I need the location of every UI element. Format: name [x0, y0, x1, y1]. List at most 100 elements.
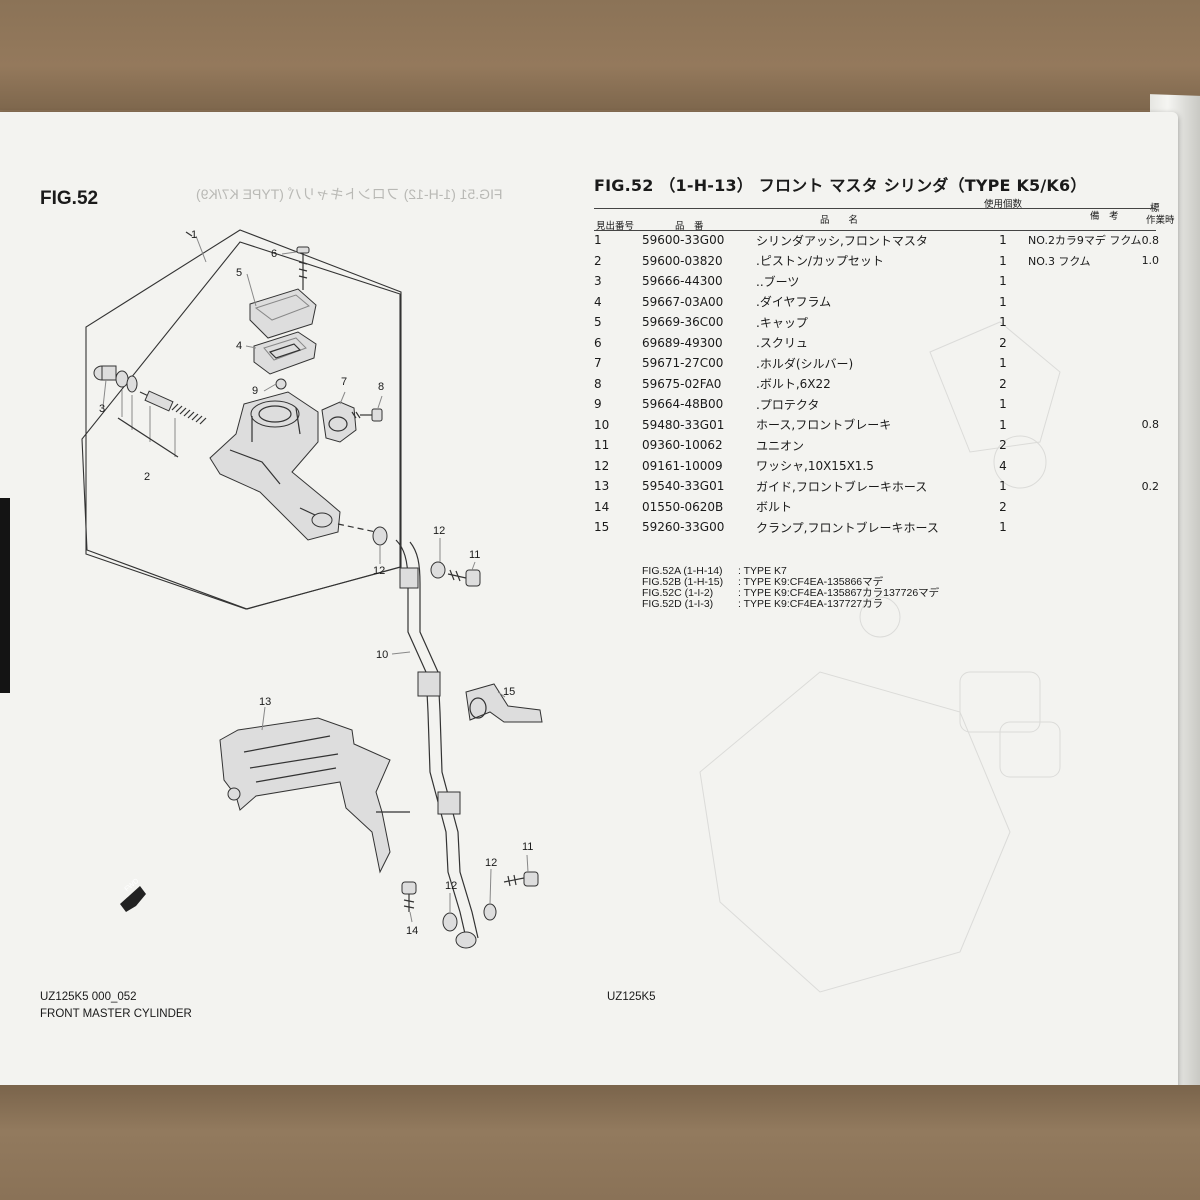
table-row: 5 59669-36C00 .キャップ 1: [594, 312, 1162, 333]
remark: [1028, 415, 1142, 436]
table-row: 14 01550-0620B ボルト 2: [594, 497, 1162, 518]
labor-hours: [1142, 456, 1162, 477]
callout-13: 13: [259, 696, 272, 708]
labor-hours: [1142, 271, 1162, 292]
background-bottom: [0, 1085, 1200, 1200]
quantity: 1: [999, 479, 1007, 494]
table-row: 2 59600-03820 .ピストン/カップセット 1 NO.3 フクム 1.…: [594, 251, 1162, 272]
table-row: 15 59260-33G00 クランプ,フロントブレーキホース 1: [594, 517, 1162, 538]
note-row: FIG.52A (1-H-14) : TYPE K7: [642, 566, 939, 577]
callout-1: 1: [191, 229, 198, 241]
callout-15: 15: [503, 686, 516, 698]
part-number: 59540-33G01: [642, 479, 725, 494]
part-number: 69689-49300: [642, 335, 723, 350]
note-ref: FIG.52D (1-I-3): [642, 598, 714, 610]
remark: [1028, 456, 1142, 477]
item-number: 7: [594, 356, 602, 371]
part-name: ホース,フロントブレーキ: [756, 418, 892, 433]
callout-4: 4: [236, 340, 243, 352]
header-item: 見出番号: [596, 221, 635, 232]
labor-hours: [1142, 374, 1162, 395]
left-figure-title: FIG.52: [40, 188, 99, 209]
labor-hours: [1142, 435, 1162, 456]
screw-6: [296, 246, 310, 290]
remark: [1028, 394, 1142, 415]
item-number: 10: [594, 417, 610, 432]
variant-notes: FIG.52A (1-H-14) : TYPE K7 FIG.52B (1-H-…: [642, 566, 939, 610]
exploded-parts-diagram: [81, 229, 1061, 993]
quantity: 1: [999, 397, 1007, 412]
callout-2: 2: [144, 471, 151, 483]
part-number: 59666-44300: [642, 274, 723, 289]
note-ref: FIG.52B (1-H-15): [642, 576, 724, 588]
part-number: 09161-10009: [642, 458, 723, 473]
part-name: ボルト: [756, 500, 793, 515]
quantity: 1: [999, 356, 1007, 371]
table-row: 10 59480-33G01 ホース,フロントブレーキ 1 0.8: [594, 415, 1162, 436]
callout-8: 8: [378, 381, 385, 393]
item-number: 15: [594, 520, 610, 535]
labor-hours: 1.0: [1141, 254, 1160, 268]
part-name: .ホルダ(シルバー): [756, 356, 854, 371]
show-through-drawing: [699, 321, 1061, 993]
item-number: 4: [594, 294, 602, 309]
quantity: 1: [999, 274, 1007, 289]
item-number: 14: [594, 499, 610, 514]
union-bolt-11-bottom: [503, 871, 539, 887]
quantity: 2: [999, 438, 1007, 453]
part-name: .プロテクタ: [756, 397, 820, 412]
background-top: [0, 0, 1200, 110]
table-row: 6 69689-49300 .スクリュ 2: [594, 333, 1162, 354]
section-tab-marker: [0, 498, 10, 693]
washer-12-bottom-b: [483, 903, 497, 921]
left-footer-code: UZ125K5 000_052: [40, 991, 137, 1003]
part-name: .ピストン/カップセット: [756, 254, 884, 269]
remark: [1028, 517, 1142, 538]
quantity: 2: [999, 376, 1007, 391]
quantity: 4: [999, 458, 1007, 473]
labor-hours: 0.2: [1141, 479, 1160, 493]
callout-5: 5: [236, 267, 243, 279]
callout-7: 7: [341, 376, 348, 388]
labor-hours: [1142, 353, 1162, 374]
callout-12-top-right: 12: [433, 525, 446, 537]
part-number: 09360-10062: [642, 438, 723, 453]
callout-6: 6: [271, 248, 278, 260]
part-name: ..ブーツ: [756, 274, 800, 289]
part-number: 59260-33G00: [642, 520, 725, 535]
remark: [1028, 333, 1142, 354]
catalog-page: FIG.51 (1-H-12) フロントキャリパ (TYPE K7/K9) FI…: [0, 112, 1178, 1087]
labor-hours: [1142, 312, 1162, 333]
part-name: .スクリュ: [756, 336, 808, 351]
callout-11-top: 11: [469, 549, 481, 561]
remark: [1028, 292, 1142, 313]
item-number: 9: [594, 397, 602, 412]
quantity: 1: [999, 253, 1007, 268]
clamp-15: [465, 683, 543, 723]
remark: [1028, 374, 1142, 395]
cylinder-body: [209, 391, 341, 541]
header-rule-top: [594, 208, 1156, 209]
callout-12-bottom-left: 12: [445, 880, 458, 892]
table-row: 1 59600-33G00 シリンダアッシ,フロントマスタ 1 NO.2カラ9マ…: [594, 230, 1162, 251]
remark: [1028, 271, 1142, 292]
diaphragm-4: [253, 331, 317, 375]
cap-5: [249, 288, 317, 339]
quantity: 1: [999, 417, 1007, 432]
right-footer-code: UZ125K5: [607, 991, 656, 1003]
bolt-8: [351, 408, 383, 422]
header-std-2: 作業時: [1146, 215, 1175, 226]
remark: [1028, 497, 1142, 518]
note-ref: FIG.52C (1-I-2): [642, 587, 714, 599]
note-text: : TYPE K7: [738, 565, 787, 577]
item-number: 13: [594, 479, 610, 494]
header-name: 品 名: [820, 215, 859, 226]
remark: NO.3 フクム: [1028, 254, 1091, 268]
part-number: 59671-27C00: [642, 356, 724, 371]
quantity: 2: [999, 335, 1007, 350]
callout-9: 9: [252, 385, 259, 397]
callout-3: 3: [99, 403, 106, 415]
labor-hours: [1142, 292, 1162, 313]
brake-hose-10: [395, 539, 479, 949]
left-footer-name: FRONT MASTER CYLINDER: [40, 1008, 192, 1020]
